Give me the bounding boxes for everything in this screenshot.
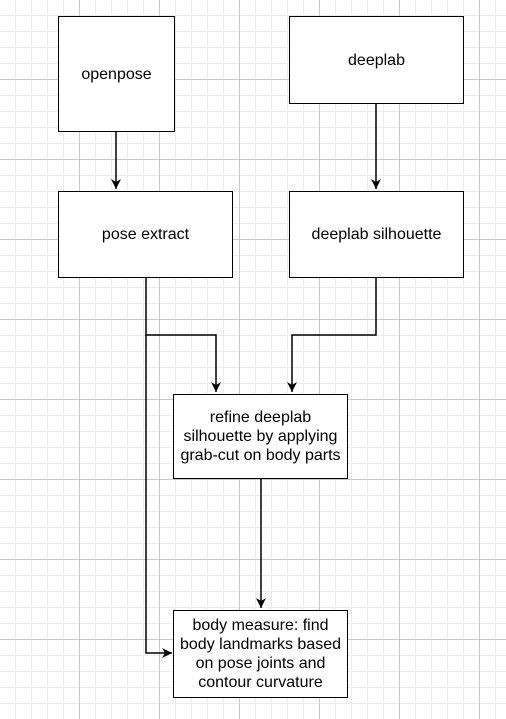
node-pose-extract-label: pose extract bbox=[101, 226, 190, 243]
edge-pose-extract-to-body-measure[interactable] bbox=[145, 335, 172, 658]
node-refine-silhouette-label: refine deeplab silhouette by applying gr… bbox=[180, 409, 341, 464]
node-deeplab-silhouette-label: deeplab silhouette bbox=[311, 226, 442, 243]
node-refine-silhouette[interactable]: refine deeplab silhouette by applying gr… bbox=[173, 394, 348, 479]
node-pose-extract[interactable]: pose extract bbox=[58, 191, 233, 278]
node-body-measure[interactable]: body measure: find body landmarks based … bbox=[173, 610, 348, 698]
node-deeplab-silhouette[interactable]: deeplab silhouette bbox=[289, 191, 464, 278]
node-deeplab-label: deeplab bbox=[348, 51, 405, 69]
node-body-measure-label: body measure: find body landmarks based … bbox=[180, 617, 341, 691]
edge-pose-extract-to-refine[interactable] bbox=[145, 278, 221, 392]
node-openpose[interactable]: openpose bbox=[58, 16, 175, 132]
edge-deeplab-silhouette-to-refine[interactable] bbox=[287, 278, 377, 392]
node-deeplab[interactable]: deeplab bbox=[289, 16, 464, 104]
node-openpose-label: openpose bbox=[81, 65, 152, 83]
